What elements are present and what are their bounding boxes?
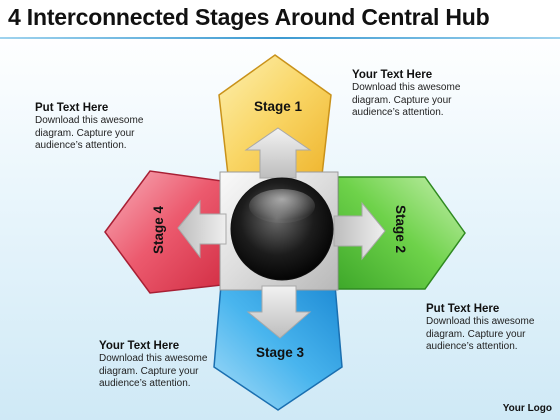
hub-sphere <box>230 177 334 281</box>
logo-placeholder: Your Logo <box>502 403 552 414</box>
note-heading: Put Text Here <box>426 303 500 315</box>
note-top-right: Your Text Here Download this awesome dia… <box>352 69 470 120</box>
note-heading: Your Text Here <box>352 69 433 81</box>
note-body: Download this awesome diagram. Capture y… <box>35 115 144 151</box>
note-heading: Your Text Here <box>99 340 180 352</box>
arrow-right <box>333 201 386 261</box>
note-body: Download this awesome diagram. Capture y… <box>352 82 461 118</box>
arrow-down <box>246 285 312 339</box>
arrow-left <box>177 199 227 259</box>
stage-4-label: Stage 4 <box>151 206 166 255</box>
note-bottom-right: Put Text Here Download this awesome diag… <box>426 303 544 354</box>
stage-1-label: Stage 1 <box>254 99 303 114</box>
note-body: Download this awesome diagram. Capture y… <box>99 353 208 389</box>
note-body: Download this awesome diagram. Capture y… <box>426 316 535 352</box>
title-underline <box>0 37 560 39</box>
page-title: 4 Interconnected Stages Around Central H… <box>8 4 490 30</box>
stage-3-label: Stage 3 <box>256 345 305 360</box>
note-bottom-left: Your Text Here Download this awesome dia… <box>99 340 217 391</box>
stage-2-label: Stage 2 <box>393 205 408 253</box>
note-top-left: Put Text Here Download this awesome diag… <box>35 102 175 153</box>
note-heading: Put Text Here <box>35 102 109 114</box>
